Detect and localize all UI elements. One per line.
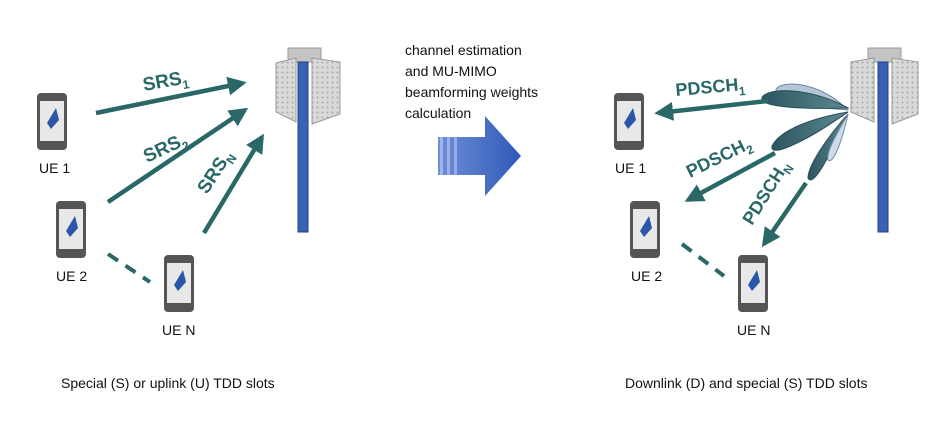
logo-icon xyxy=(66,216,78,237)
left-phone-ue2 xyxy=(56,201,86,258)
antenna-mast xyxy=(297,61,309,233)
left-uen-label: UE N xyxy=(162,322,196,338)
right-base-station xyxy=(850,47,919,233)
left-caption: Special (S) or uplink (U) TDD slots xyxy=(61,375,275,391)
dashed-ellipsis-left xyxy=(106,252,152,284)
right-phone-ue1 xyxy=(614,93,644,150)
antenna-mast xyxy=(877,61,889,233)
label-pdsch-2: PDSCH2 xyxy=(683,133,756,185)
antenna-panel-left xyxy=(850,57,875,123)
process-line-3: beamforming weights xyxy=(405,84,539,100)
process-arrow xyxy=(438,116,521,196)
process-line-1: channel estimation xyxy=(405,42,522,58)
antenna-panel-right xyxy=(311,57,341,125)
right-uen-label: UE N xyxy=(737,322,771,338)
label-srs-n: SRSN xyxy=(194,146,240,199)
arrow-pdsch-n xyxy=(761,181,808,248)
left-ue2-label: UE 2 xyxy=(56,268,88,284)
arrow-srs-n xyxy=(202,133,264,235)
logo-icon xyxy=(174,270,186,291)
process-arrow-stripes xyxy=(440,137,457,175)
right-phone-ue2 xyxy=(630,201,660,258)
arrow-pdsch-1 xyxy=(654,98,769,121)
beam-pattern xyxy=(761,83,850,181)
process-line-2: and MU-MIMO xyxy=(405,63,497,79)
right-phone-uen xyxy=(738,255,768,312)
antenna-panel-right xyxy=(891,57,919,125)
process-description: channel estimation and MU-MIMO beamformi… xyxy=(405,40,538,124)
dashed-ellipsis-right xyxy=(680,242,726,278)
left-base-station xyxy=(275,47,341,233)
right-ue2-label: UE 2 xyxy=(631,268,663,284)
right-caption: Downlink (D) and special (S) TDD slots xyxy=(625,375,868,391)
left-phone-ue1 xyxy=(37,93,67,150)
logo-icon xyxy=(748,270,760,291)
process-line-4: calculation xyxy=(405,105,472,121)
logo-icon xyxy=(640,216,652,237)
label-pdsch-1: PDSCH1 xyxy=(675,74,747,104)
arrow-pdsch-2 xyxy=(684,151,777,202)
antenna-panel-left xyxy=(275,57,297,123)
logo-icon xyxy=(624,108,636,129)
arrow-srs-1 xyxy=(95,76,247,116)
left-ue1-label: UE 1 xyxy=(39,160,71,176)
left-phone-uen xyxy=(164,255,194,312)
right-ue1-label: UE 1 xyxy=(615,160,647,176)
arrow-srs-2 xyxy=(106,107,249,204)
logo-icon xyxy=(47,108,59,129)
